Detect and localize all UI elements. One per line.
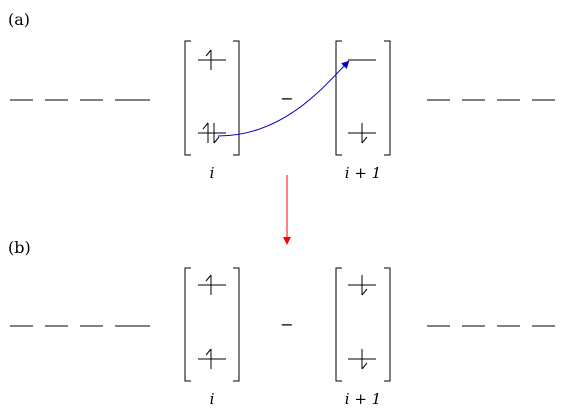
panel-label-b: (b) (8, 238, 31, 257)
site-label-i-plus-1: i + 1 (345, 390, 381, 408)
site-label-i-plus-1: i + 1 (345, 164, 381, 182)
spin-down-arrow (361, 123, 368, 144)
bond-symbol: − (280, 315, 293, 334)
panel-a: (a) i (8, 10, 555, 182)
spin-up-arrow (205, 348, 212, 369)
site-i-plus-1-bracket (335, 267, 391, 382)
spin-up-arrow (205, 274, 212, 295)
spin-up-arrow (202, 122, 209, 143)
bond-symbol: − (280, 89, 293, 108)
hop-arrow (217, 60, 350, 137)
panel-b: (b) i − (8, 238, 555, 408)
site-i-bracket (184, 267, 240, 382)
spin-down-arrow (361, 275, 368, 296)
site-i-plus-1-bracket (335, 40, 391, 156)
spin-down-arrow (213, 123, 220, 144)
site-label-i: i (210, 164, 215, 182)
site-label-i: i (210, 390, 215, 408)
spin-down-arrow (361, 349, 368, 370)
spin-up-arrow (205, 49, 212, 70)
panel-label-a: (a) (8, 10, 30, 29)
site-i-bracket (184, 40, 240, 156)
